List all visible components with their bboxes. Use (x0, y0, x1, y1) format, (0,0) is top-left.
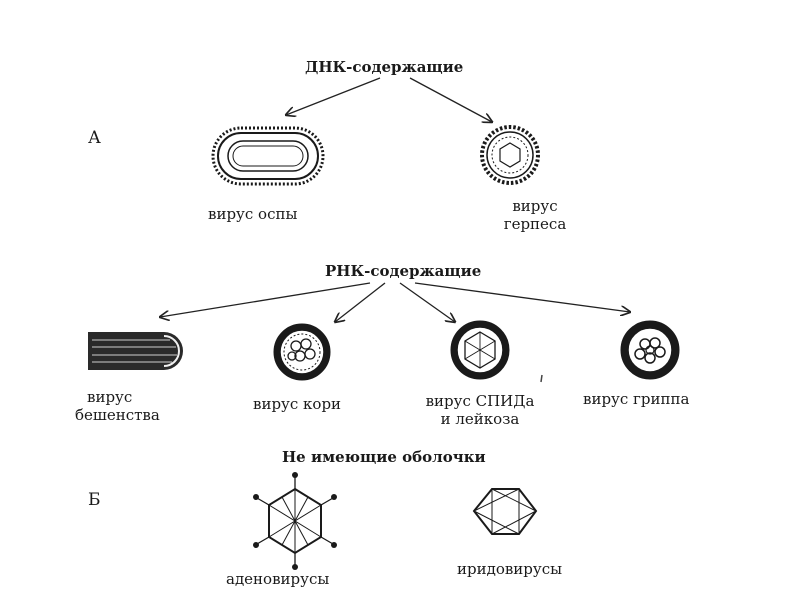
flu-label: вирус гриппа (583, 390, 690, 408)
rabies-label-line1: вирус (87, 388, 133, 406)
measles-label: вирус кори (253, 395, 342, 413)
hiv-label-line2: и лейкоза (440, 410, 520, 428)
adeno-label: аденовирусы (226, 570, 330, 588)
irido-label: иридовирусы (457, 560, 563, 578)
rna-header: РНК-содержащие (325, 262, 482, 280)
rabies-label-line2: бешенства (75, 406, 160, 424)
dna-arrows (286, 77, 492, 122)
arrow-to-rabies (160, 282, 371, 317)
hiv-virus-icon (450, 320, 510, 380)
iridovirus-icon (472, 488, 538, 535)
section-a-label: А (88, 128, 101, 148)
stray-mark (540, 374, 543, 383)
arrow-to-measles (335, 282, 386, 322)
flu-virus-icon (620, 320, 680, 380)
pox-label: вирус оспы (208, 205, 298, 223)
arrow-to-pox (286, 77, 381, 115)
dna-header: ДНК-содержащие (305, 58, 464, 76)
rabies-virus-icon (88, 332, 183, 370)
herpes-virus-icon (480, 125, 540, 185)
hiv-label: вирус СПИДа и лейкоза (410, 392, 550, 428)
herpes-label-line1: вирус (512, 197, 558, 215)
rabies-label: вирус бешенства (75, 388, 160, 424)
measles-virus-icon (273, 323, 331, 381)
section-b-label: Б (88, 490, 101, 510)
herpes-label-line2: герпеса (503, 215, 567, 233)
non-enveloped-header: Не имеющие оболочки (282, 448, 486, 466)
adenovirus-icon (253, 472, 337, 570)
arrow-to-herpes (409, 77, 492, 122)
arrow-to-hiv (399, 282, 455, 322)
pox-virus-icon (211, 126, 325, 186)
herpes-label: вирус герпеса (495, 197, 575, 233)
hiv-label-line1: вирус СПИДа (425, 392, 535, 410)
rna-arrows (160, 282, 630, 322)
arrow-to-flu (414, 282, 630, 312)
